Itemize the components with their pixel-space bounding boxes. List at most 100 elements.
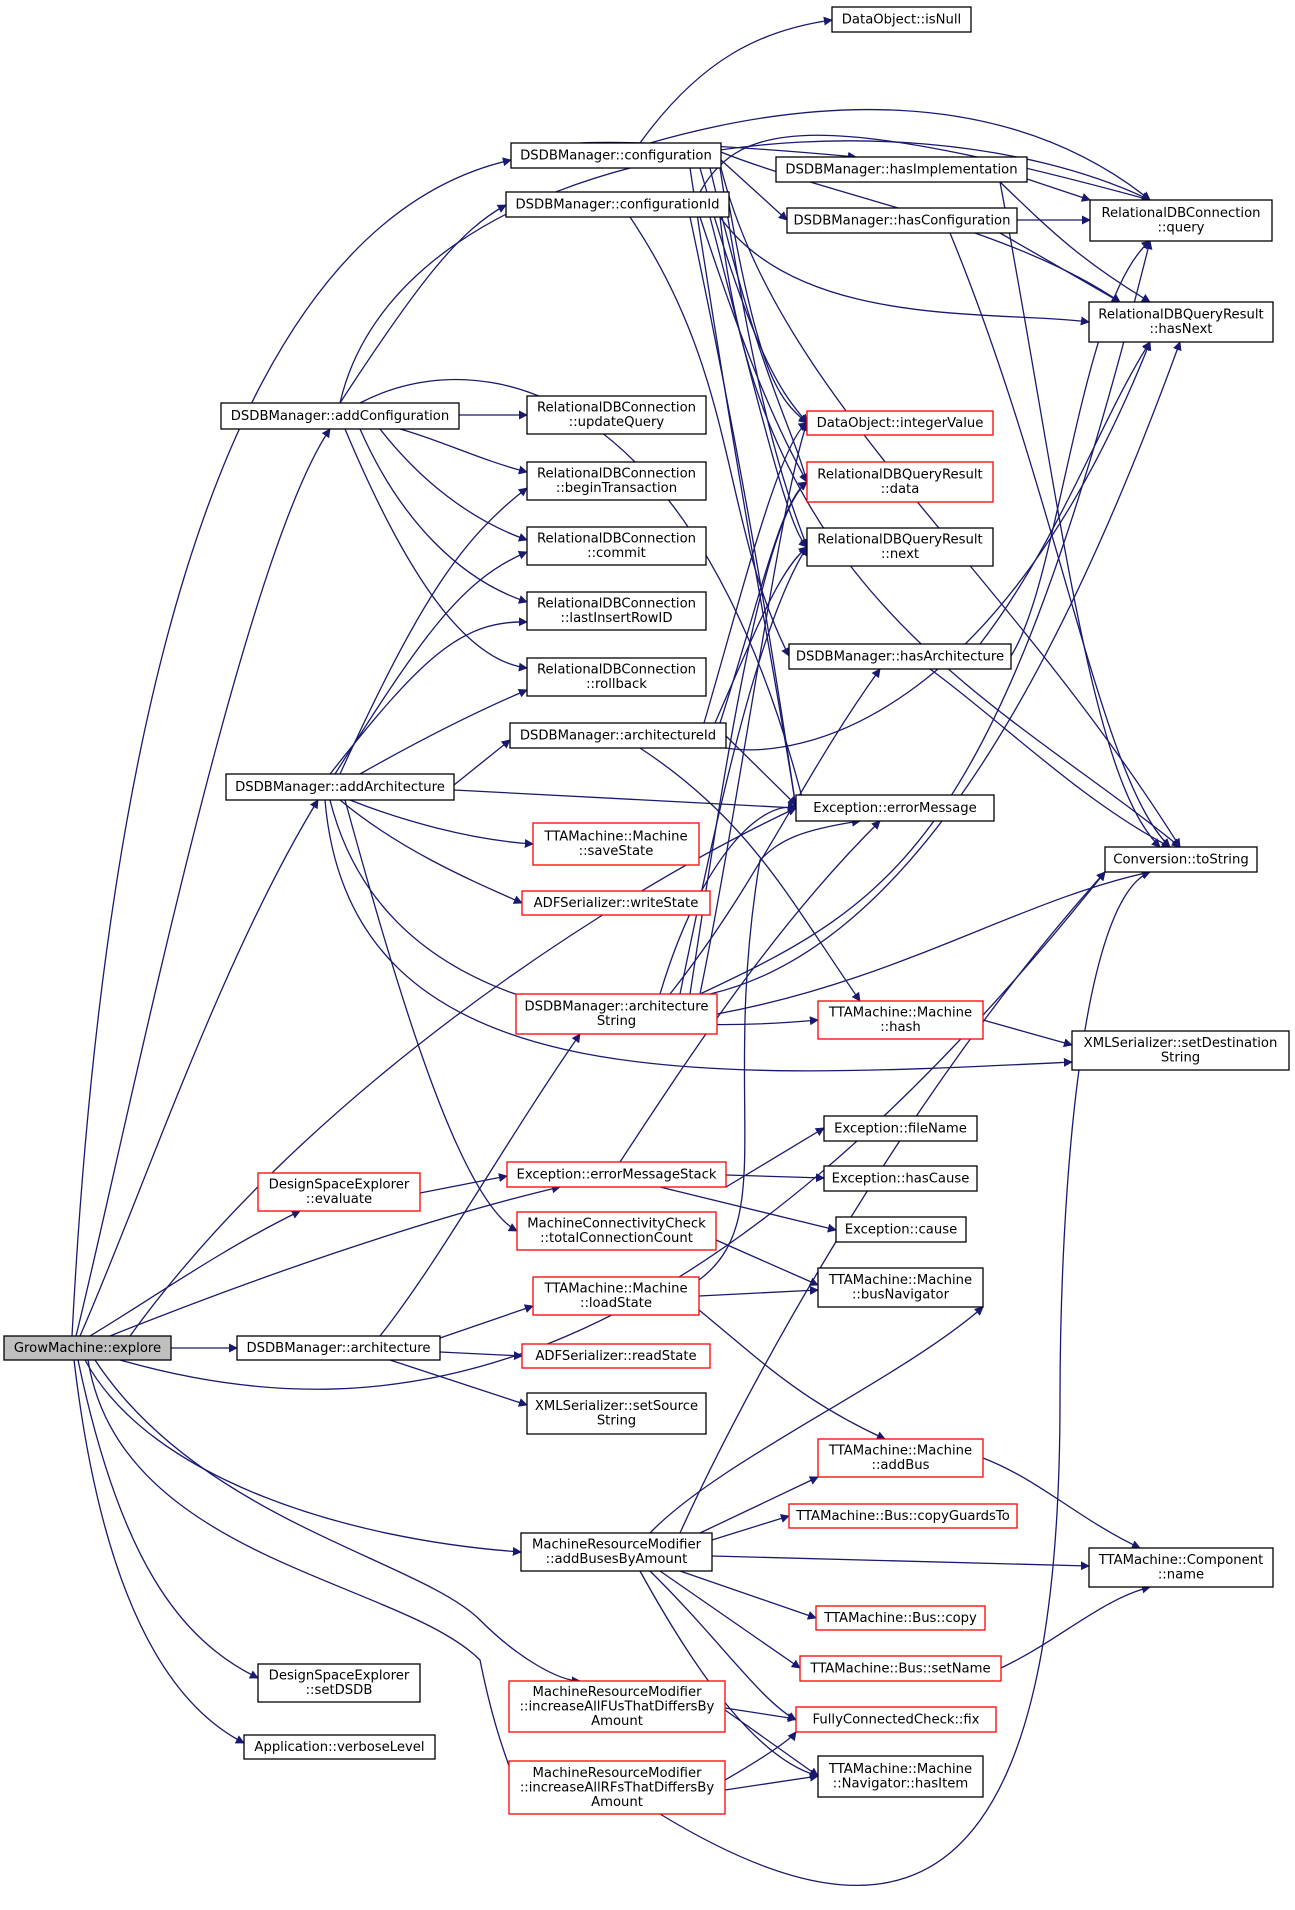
node-increaseAllFUs[interactable]: MachineResourceModifier::increaseAllFUsT… <box>508 1680 726 1733</box>
node-label: String <box>597 1414 636 1429</box>
node-box <box>835 1216 967 1243</box>
node-busSetName[interactable]: TTAMachine::Bus::setName <box>799 1655 1002 1682</box>
node-box <box>516 1211 717 1251</box>
node-beginTransaction[interactable]: RelationalDBConnection::beginTransaction <box>526 461 707 501</box>
node-saveState[interactable]: TTAMachine::Machine::saveState <box>532 822 700 866</box>
node-label: TTAMachine::Machine <box>828 1273 972 1288</box>
node-box <box>831 6 972 33</box>
node-isNull[interactable]: DataObject::isNull <box>831 6 972 33</box>
node-totalConnectionCount[interactable]: MachineConnectivityCheck::totalConnectio… <box>516 1211 717 1251</box>
node-label: ::next <box>881 547 919 562</box>
call-edge-to-integerValue <box>728 203 808 424</box>
node-label: XMLSerializer::setDestination <box>1084 1036 1278 1051</box>
node-hasArchitecture[interactable]: DSDBManager::hasArchitecture <box>788 643 1012 670</box>
node-navHasItem[interactable]: TTAMachine::Machine::Navigator::hasItem <box>817 1755 984 1798</box>
node-explore[interactable]: GrowMachine::explore <box>3 1335 172 1361</box>
call-edge-to-errorMessageStack <box>109 1184 561 1337</box>
node-label: ::data <box>881 482 920 497</box>
node-box <box>1088 1547 1274 1588</box>
node-box <box>799 1655 1002 1682</box>
node-label: DesignSpaceExplorer <box>269 1178 410 1193</box>
call-edge-to-configuration <box>71 157 512 1337</box>
call-edge-to-addBus <box>699 1476 819 1534</box>
call-edge-to-busNavigator <box>715 1239 819 1286</box>
call-edge-to-errorMessage <box>619 820 881 1163</box>
node-integerValue[interactable]: DataObject::integerValue <box>806 410 994 436</box>
node-box <box>806 410 994 436</box>
node-busNavigator[interactable]: TTAMachine::Machine::busNavigator <box>817 1267 984 1308</box>
node-label: RelationalDBQueryResult <box>817 468 982 483</box>
node-addConfiguration[interactable]: DSDBManager::addConfiguration <box>220 402 460 430</box>
node-hasNext[interactable]: RelationalDBQueryResult::hasNext <box>1088 301 1274 343</box>
call-edge-to-integerValue <box>699 167 808 424</box>
call-edge-to-busNavigator <box>698 1285 819 1297</box>
node-updateQuery[interactable]: RelationalDBConnection::updateQuery <box>526 395 707 435</box>
node-machineHash[interactable]: TTAMachine::Machine::hash <box>817 1000 984 1040</box>
call-edge-to-setDSDB <box>77 1359 259 1679</box>
node-configuration[interactable]: DSDBManager::configuration <box>510 142 722 169</box>
node-busCopy[interactable]: TTAMachine::Bus::copy <box>815 1605 986 1631</box>
node-label: DSDBManager::architecture <box>525 1000 709 1015</box>
node-box <box>508 1760 726 1815</box>
call-edge-to-errorMessage <box>725 735 797 806</box>
call-edge-to-addBus <box>698 1309 886 1440</box>
node-label: Exception::errorMessageStack <box>516 1167 716 1182</box>
node-configurationId[interactable]: DSDBManager::configurationId <box>505 191 730 218</box>
call-edge-to-navHasItem <box>639 1570 819 1779</box>
call-edge-to-architectureId <box>453 739 511 786</box>
node-architectureId[interactable]: DSDBManager::architectureId <box>509 722 727 749</box>
node-errorMessageStack[interactable]: Exception::errorMessageStack <box>506 1161 727 1188</box>
call-edge-to-fcFix <box>724 1707 797 1723</box>
node-architecture[interactable]: DSDBManager::architecture <box>236 1335 441 1361</box>
call-edge-to-rollback <box>359 689 528 775</box>
node-lastInsertRowID[interactable]: RelationalDBConnection::lastInsertRowID <box>526 591 707 631</box>
node-qrNext[interactable]: RelationalDBQueryResult::next <box>806 527 994 567</box>
call-edge-to-isNull <box>639 16 833 144</box>
node-hasCause[interactable]: Exception::hasCause <box>823 1165 978 1192</box>
node-qrData[interactable]: RelationalDBQueryResult::data <box>806 461 994 503</box>
node-verboseLevel[interactable]: Application::verboseLevel <box>243 1734 436 1760</box>
call-edge-to-hasNext <box>999 181 1151 303</box>
call-edge-to-cause <box>659 1186 837 1233</box>
call-edge-to-fileName <box>725 1127 825 1188</box>
node-loadState[interactable]: TTAMachine::Machine::loadState <box>532 1276 700 1316</box>
node-addBus[interactable]: TTAMachine::Machine::addBus <box>817 1438 984 1478</box>
call-edge-to-beginTransaction <box>399 428 528 475</box>
node-label: Exception::hasCause <box>832 1171 970 1186</box>
node-rollback[interactable]: RelationalDBConnection::rollback <box>526 657 707 697</box>
node-hasImplementation[interactable]: DSDBManager::hasImplementation <box>775 156 1028 183</box>
node-label: TTAMachine::Machine <box>828 1762 972 1777</box>
node-box <box>526 526 707 566</box>
node-errorMessage[interactable]: Exception::errorMessage <box>795 794 995 822</box>
node-copyGuardsTo[interactable]: TTAMachine::Bus::copyGuardsTo <box>788 1503 1018 1529</box>
node-addArchitecture[interactable]: DSDBManager::addArchitecture <box>225 773 455 801</box>
node-label: Application::verboseLevel <box>254 1740 424 1755</box>
call-edge-to-hasConfiguration <box>720 159 788 221</box>
node-label: RelationalDBConnection <box>537 597 696 612</box>
node-label: ::query <box>1158 221 1205 236</box>
call-edge-to-errorMessage <box>689 216 800 809</box>
node-componentName[interactable]: TTAMachine::Component::name <box>1088 1547 1274 1588</box>
node-fcFix[interactable]: FullyConnectedCheck::fix <box>795 1706 997 1733</box>
node-box <box>788 643 1012 670</box>
node-toString[interactable]: Conversion::toString <box>1104 846 1258 873</box>
node-fileName[interactable]: Exception::fileName <box>823 1115 978 1142</box>
node-cause[interactable]: Exception::cause <box>835 1216 967 1243</box>
node-box <box>1089 199 1273 242</box>
node-evaluate[interactable]: DesignSpaceExplorer::evaluate <box>257 1172 421 1212</box>
node-readState[interactable]: ADFSerializer::readState <box>521 1343 711 1369</box>
node-query[interactable]: RelationalDBConnection::query <box>1089 199 1273 242</box>
node-hasConfiguration[interactable]: DSDBManager::hasConfiguration <box>786 207 1018 234</box>
call-edge-to-increaseAllFUs <box>94 1359 581 1686</box>
node-commit[interactable]: RelationalDBConnection::commit <box>526 526 707 566</box>
node-addBusesByAmount[interactable]: MachineResourceModifier::addBusesByAmoun… <box>520 1532 713 1572</box>
node-label: GrowMachine::explore <box>14 1341 161 1356</box>
node-increaseAllRFs[interactable]: MachineResourceModifier::increaseAllRFsT… <box>508 1760 726 1815</box>
call-edge-to-query <box>649 108 1151 201</box>
node-writeState[interactable]: ADFSerializer::writeState <box>521 890 711 916</box>
node-box <box>1088 301 1274 343</box>
node-setDSDB[interactable]: DesignSpaceExplorer::setDSDB <box>257 1663 421 1703</box>
